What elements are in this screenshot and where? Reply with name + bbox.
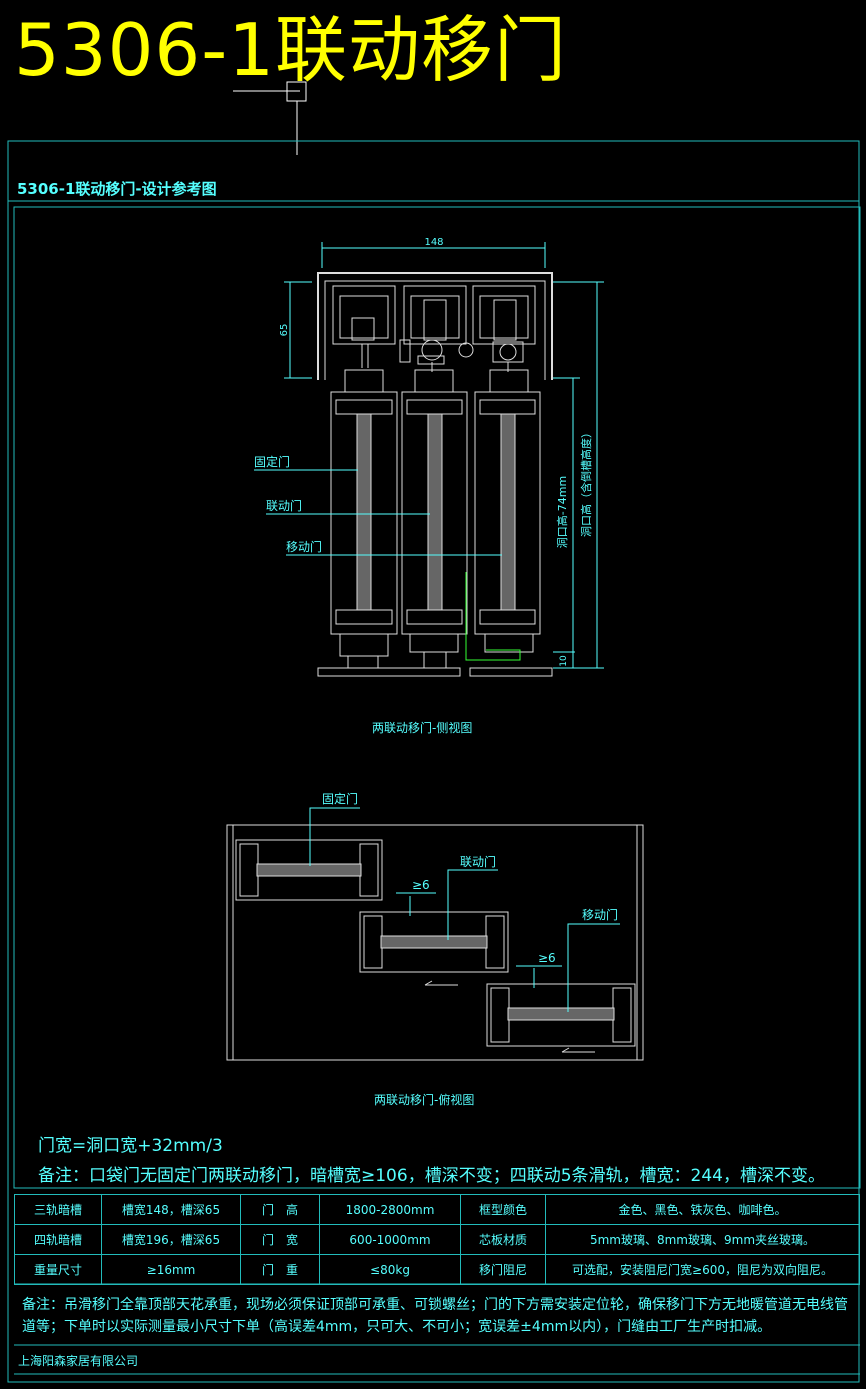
- table-row: 重量尺寸 ≥16mm 门 重 ≤80kg 移门阻尼 可选配，安装阻尼门宽≥600…: [14, 1254, 860, 1285]
- dim-opening: 洞口高（含倒槽高度）: [579, 427, 593, 537]
- top-label-moving-door: 移动门: [582, 907, 618, 922]
- table-cell: 四轨暗槽: [14, 1224, 102, 1255]
- top-label-linked-door: 联动门: [460, 854, 496, 869]
- table-row: 四轨暗槽 槽宽196，槽深65 门 宽 600-1000mm 芯板材质 5mm玻…: [14, 1224, 860, 1255]
- table-cell: 1800-2800mm: [319, 1194, 461, 1225]
- table-cell: 槽宽148，槽深65: [101, 1194, 241, 1225]
- label-fixed-door: 固定门: [254, 454, 290, 469]
- side-view-drawing: 148 65 洞口高-74mm 洞口高（含倒槽高度） 10: [254, 237, 604, 677]
- top-view-caption: 两联动移门-俯视图: [374, 1093, 475, 1107]
- table-cell: 金色、黑色、铁灰色、咖啡色。: [545, 1194, 860, 1225]
- side-view-caption: 两联动移门-侧视图: [372, 721, 473, 735]
- table-cell: 600-1000mm: [319, 1224, 461, 1255]
- gap-2: ≥6: [538, 951, 556, 965]
- note-pocket-door: 备注：口袋门无固定门两联动移门，暗槽宽≥106，槽深不变；四联动5条滑轨，槽宽：…: [38, 1166, 825, 1186]
- label-linked-door: 联动门: [266, 498, 302, 513]
- table-cell: 门 宽: [240, 1224, 320, 1255]
- dim-width: 148: [424, 237, 443, 248]
- table-cell: 门 重: [240, 1254, 320, 1285]
- page-title: 5306-1联动移门: [14, 8, 568, 92]
- top-label-fixed-door: 固定门: [322, 791, 358, 806]
- inner-frame: [13, 206, 861, 1189]
- table-cell: 门 高: [240, 1194, 320, 1225]
- dim-10: 10: [559, 655, 569, 667]
- top-view-drawing: ≥6 ≥6 固定门 联动门 移动门: [226, 791, 644, 1061]
- outer-frame: [7, 140, 860, 1383]
- table-cell: 移门阻尼: [460, 1254, 546, 1285]
- table-cell: 重量尺寸: [14, 1254, 102, 1285]
- note-installation: 备注：吊滑移门全靠顶部天花承重，现场必须保证顶部可承重、可锁螺丝；门的下方需安装…: [22, 1297, 848, 1335]
- drawing-subtitle: 5306-1联动移门-设计参考图: [17, 180, 217, 198]
- table-cell: 槽宽196，槽深65: [101, 1224, 241, 1255]
- door-width-formula: 门宽=洞口宽+32mm/3: [38, 1136, 223, 1156]
- table-cell: 框型颜色: [460, 1194, 546, 1225]
- table-cell: 三轨暗槽: [14, 1194, 102, 1225]
- company-name: 上海阳森家居有限公司: [18, 1354, 139, 1368]
- gap-1: ≥6: [412, 878, 430, 892]
- table-cell: ≤80kg: [319, 1254, 461, 1285]
- dim-65: 65: [279, 324, 290, 337]
- dim-opening-minus: 洞口高-74mm: [555, 476, 569, 548]
- table-cell: 芯板材质: [460, 1224, 546, 1255]
- table-cell: 5mm玻璃、8mm玻璃、9mm夹丝玻璃。: [545, 1224, 860, 1255]
- table-row: 三轨暗槽 槽宽148，槽深65 门 高 1800-2800mm 框型颜色 金色、…: [14, 1194, 860, 1225]
- label-moving-door: 移动门: [286, 539, 322, 554]
- table-cell: ≥16mm: [101, 1254, 241, 1285]
- spec-table: 三轨暗槽 槽宽148，槽深65 门 高 1800-2800mm 框型颜色 金色、…: [14, 1194, 860, 1285]
- table-cell: 可选配，安装阻尼门宽≥600，阻尼为双向阻尼。: [545, 1254, 860, 1285]
